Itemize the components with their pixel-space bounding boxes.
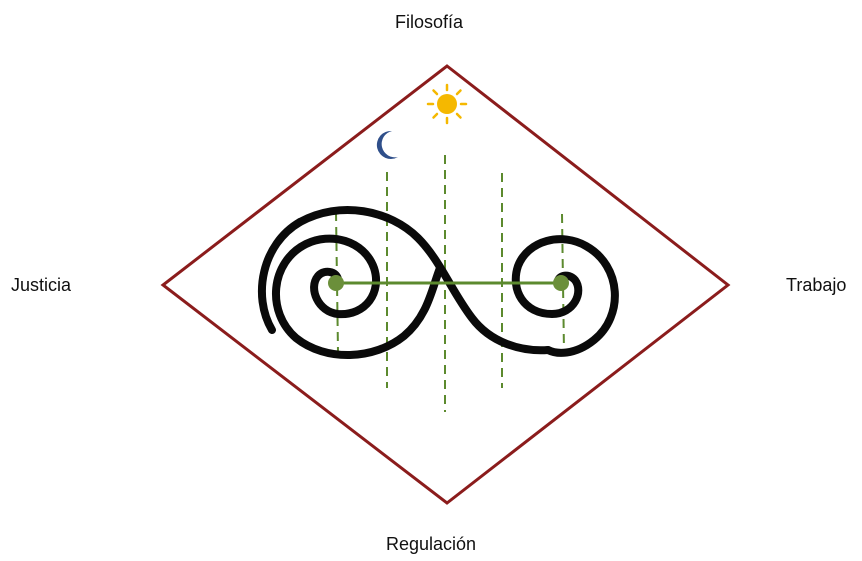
right-spiral xyxy=(516,239,615,353)
label-bottom: Regulación xyxy=(386,534,476,555)
label-right: Trabajo xyxy=(786,275,846,296)
left-spiral xyxy=(276,239,440,355)
left-node xyxy=(328,275,344,291)
label-left: Justicia xyxy=(11,275,71,296)
sun-icon xyxy=(428,85,466,123)
label-top: Filosofía xyxy=(395,12,463,33)
crescent-moon-icon xyxy=(377,131,398,159)
right-node xyxy=(553,275,569,291)
